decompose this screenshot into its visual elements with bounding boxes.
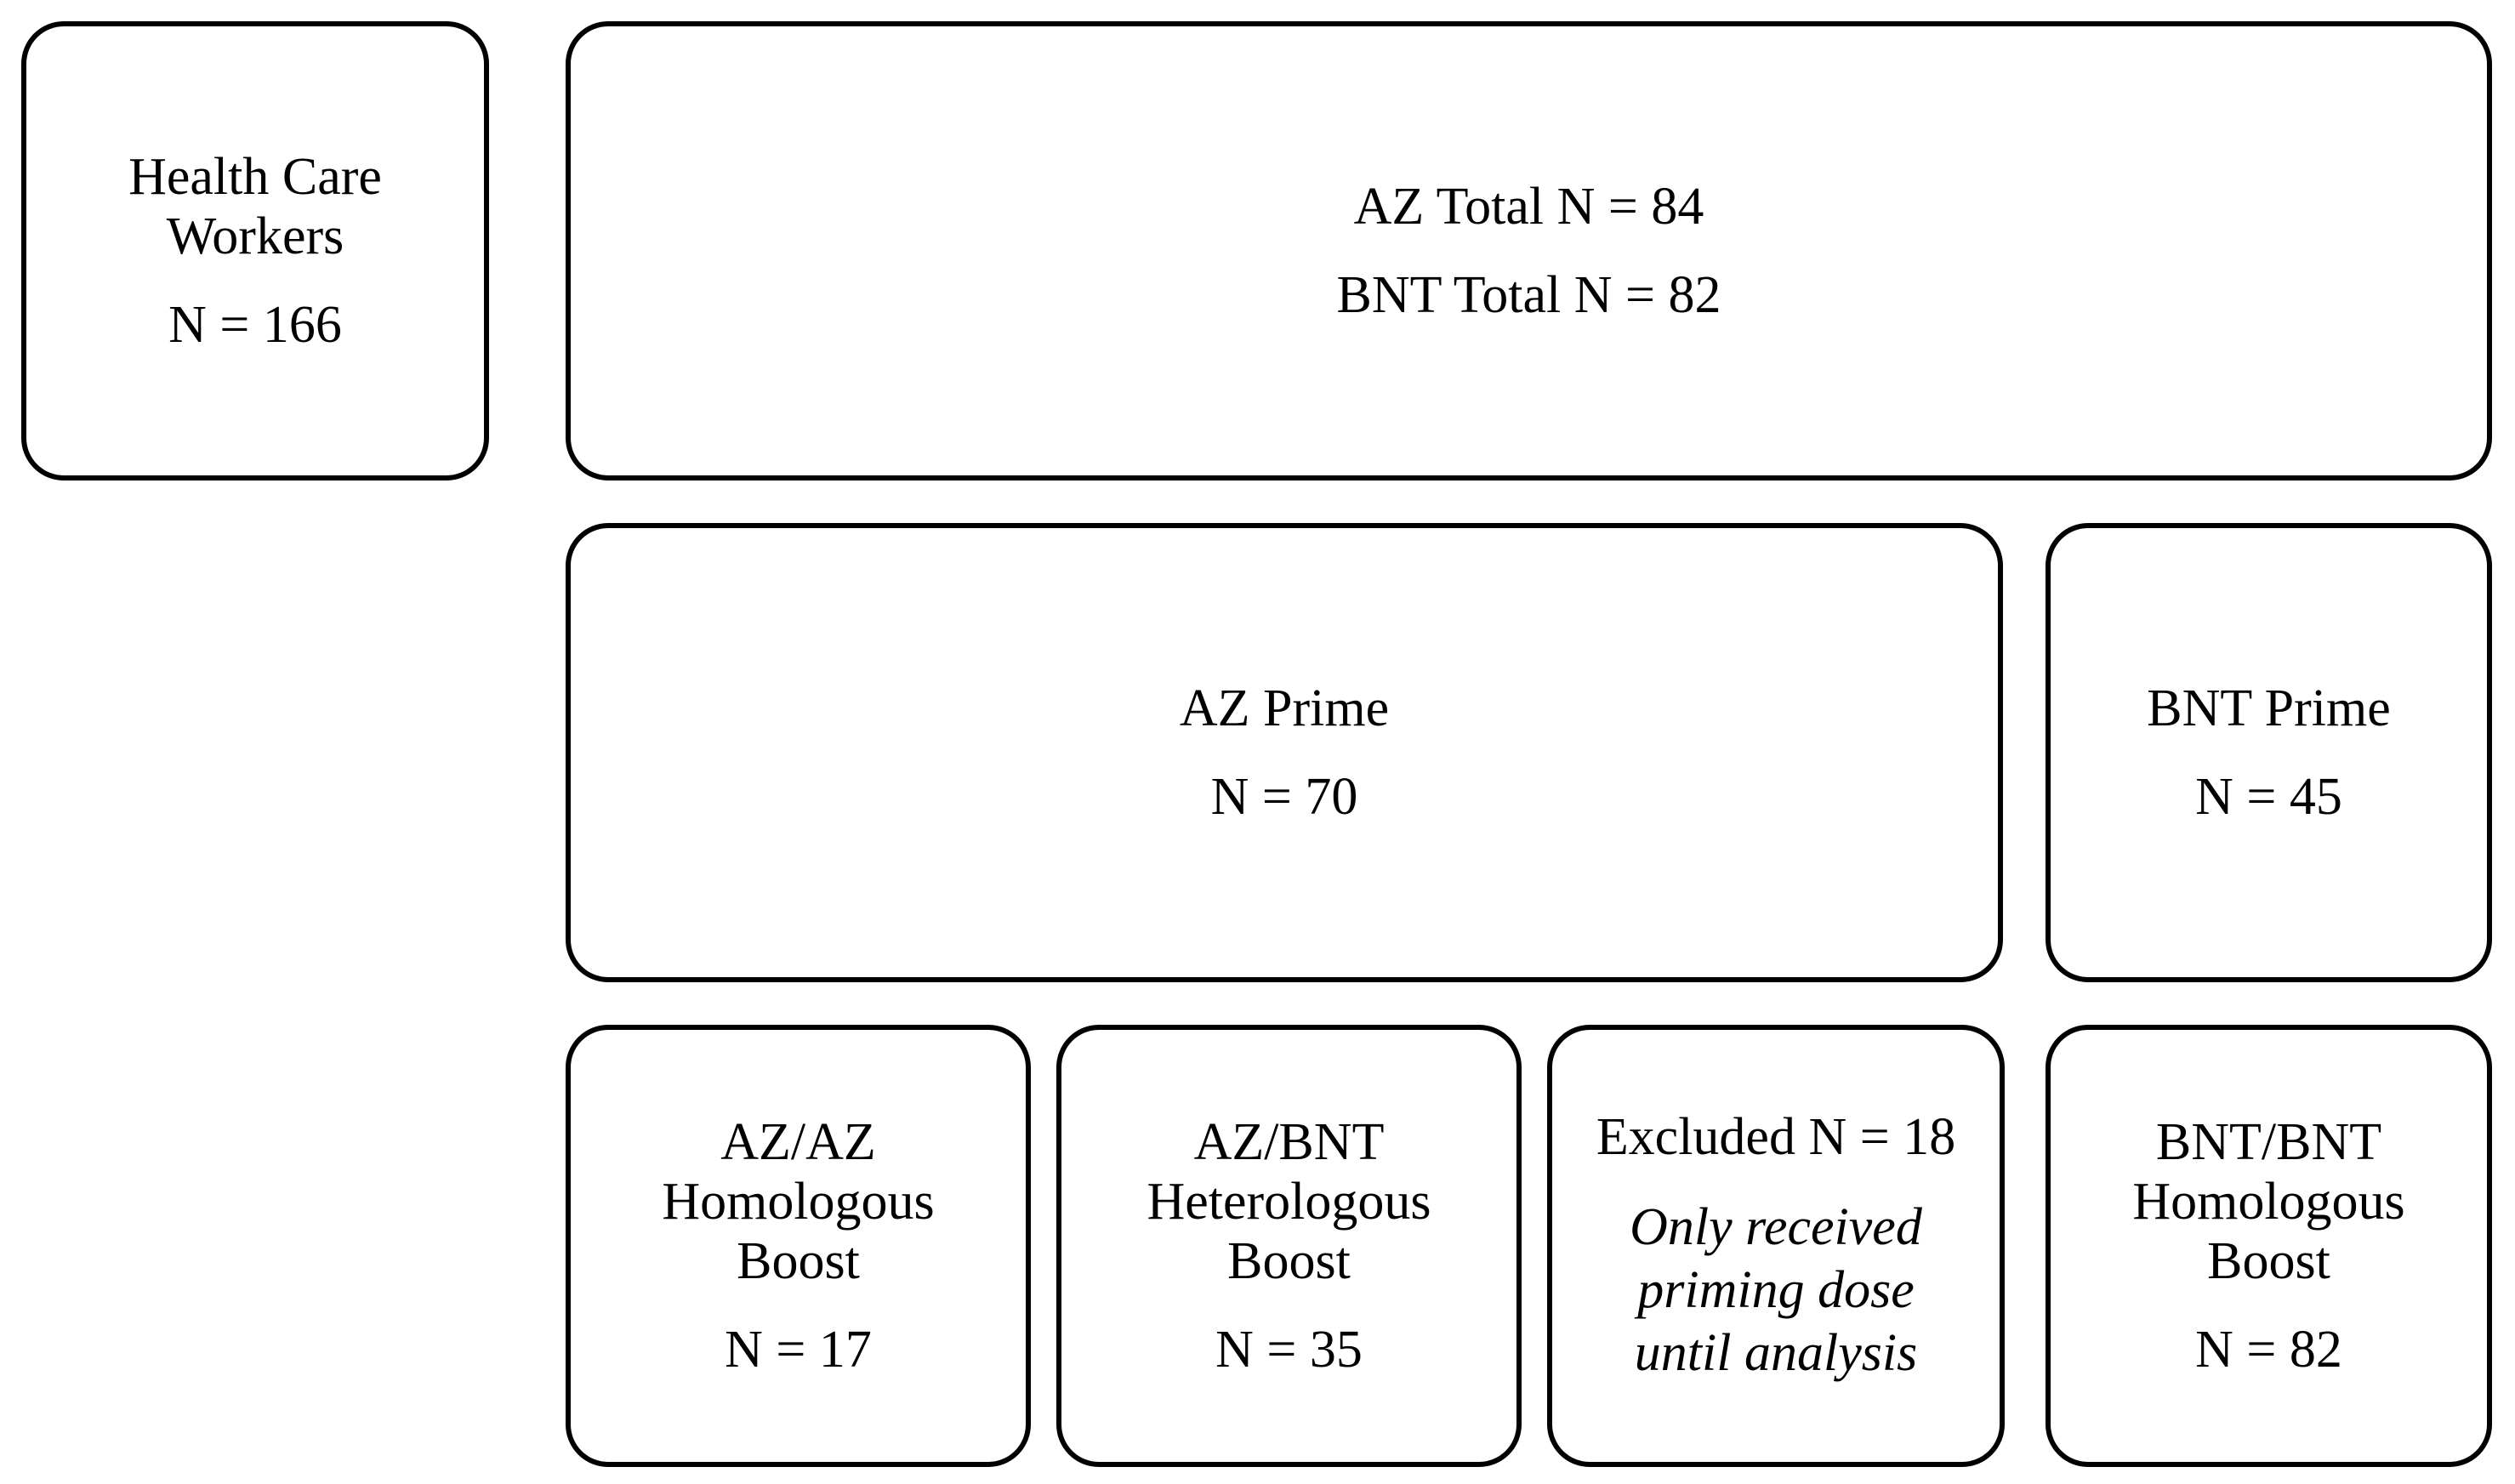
- az-total-line: AZ Total N = 84: [1353, 178, 1704, 236]
- bnt-bnt-label-line-1: BNT/BNT: [2155, 1113, 2382, 1171]
- excluded-note-line-1: Only received: [1630, 1198, 1922, 1256]
- az-bnt-label-line-1: AZ/BNT: [1193, 1113, 1385, 1171]
- box-totals: AZ Total N = 84 BNT Total N = 82: [566, 21, 2492, 480]
- bnt-bnt-label-line-3: Boost: [2207, 1232, 2330, 1290]
- az-az-label-line-2: Homologous: [662, 1173, 935, 1231]
- excluded-note-line-2: priming dose: [1637, 1261, 1915, 1319]
- az-prime-n-value: N = 70: [1210, 768, 1358, 826]
- bnt-prime-n-value: N = 45: [2195, 768, 2342, 826]
- box-health-care-workers: Health Care Workers N = 166: [21, 21, 489, 480]
- az-az-n-value: N = 17: [725, 1321, 872, 1379]
- excluded-note-line-3: until analysis: [1634, 1324, 1918, 1382]
- box-excluded: Excluded N = 18 Only received priming do…: [1547, 1025, 2005, 1467]
- box-az-az-homologous-boost: AZ/AZ Homologous Boost N = 17: [566, 1025, 1031, 1467]
- az-prime-label: AZ Prime: [1179, 679, 1390, 737]
- bnt-prime-label: BNT Prime: [2147, 679, 2391, 737]
- box-bnt-bnt-homologous-boost: BNT/BNT Homologous Boost N = 82: [2046, 1025, 2492, 1467]
- az-az-label-line-1: AZ/AZ: [720, 1113, 876, 1171]
- excluded-title: Excluded N = 18: [1596, 1108, 1956, 1166]
- box-az-prime: AZ Prime N = 70: [566, 523, 2003, 982]
- bnt-total-line: BNT Total N = 82: [1336, 266, 1721, 324]
- box-az-bnt-heterologous-boost: AZ/BNT Heterologous Boost N = 35: [1056, 1025, 1522, 1467]
- bnt-bnt-n-value: N = 82: [2195, 1321, 2342, 1379]
- az-bnt-label-line-3: Boost: [1227, 1232, 1351, 1290]
- az-bnt-label-line-2: Heterologous: [1147, 1173, 1431, 1231]
- hcw-label-line-2: Workers: [166, 208, 344, 265]
- hcw-label-line-1: Health Care: [128, 148, 382, 206]
- az-az-label-line-3: Boost: [737, 1232, 860, 1290]
- az-bnt-n-value: N = 35: [1215, 1321, 1363, 1379]
- box-bnt-prime: BNT Prime N = 45: [2046, 523, 2492, 982]
- hcw-n-value: N = 166: [168, 296, 342, 354]
- bnt-bnt-label-line-2: Homologous: [2132, 1173, 2405, 1231]
